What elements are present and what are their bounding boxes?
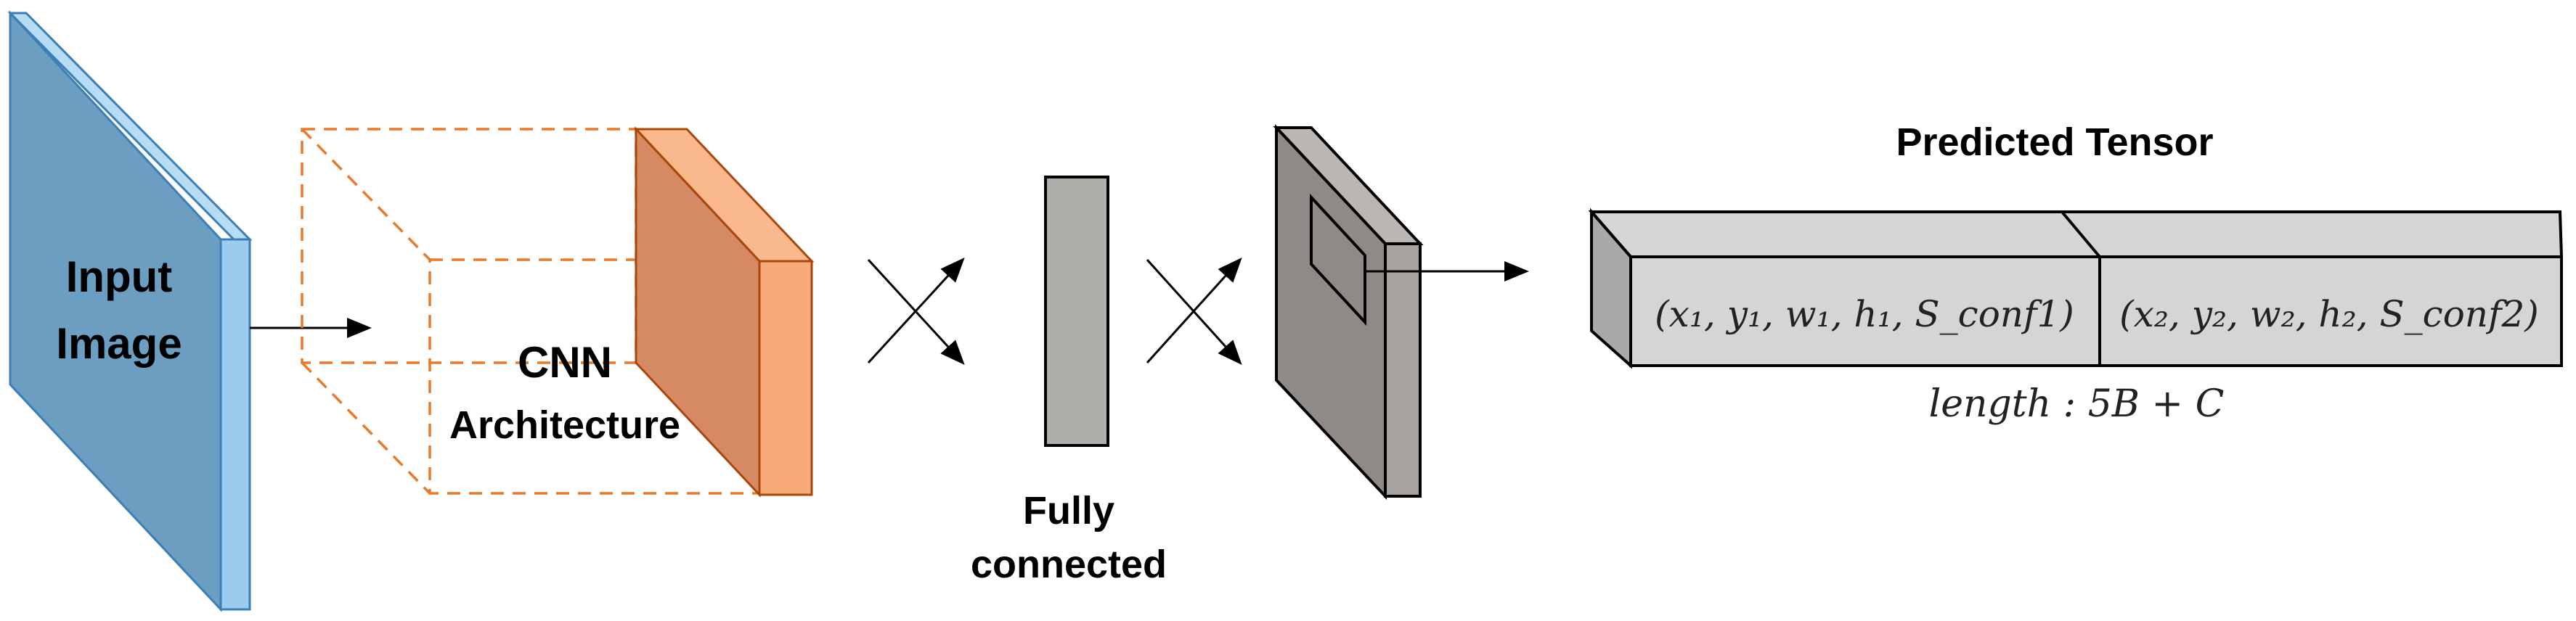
cnn-filter-front: [635, 126, 761, 498]
input-image-side: [219, 238, 251, 611]
feature-map-grid-cell: [1310, 193, 1366, 326]
fc-label-line1: Fully: [1023, 489, 1114, 532]
tensor-length-label: length : 5B + C: [1929, 382, 2225, 426]
tensor-divider-top: [2061, 210, 2101, 258]
cross-connection-2: [1146, 258, 1242, 365]
input-image-front: [9, 10, 222, 612]
tensor-front: [1629, 255, 2563, 367]
predicted-tensor-block: Predicted Tensor (x₁, y₁, w₁, h₁, S_conf…: [1588, 120, 2564, 426]
input-label-line2: Image: [56, 319, 182, 368]
cnn-architecture-block: CNN Architecture: [301, 126, 815, 498]
input-label-line1: Input: [66, 252, 173, 301]
tensor-box2-label: (x₂, y₂, w₂, h₂, S_conf2): [2119, 293, 2539, 335]
cross-arrow-2-down: [1146, 258, 1242, 365]
tensor-box1-label: (x₁, y₁, w₁, h₁, S_conf1): [1655, 293, 2074, 335]
cnn-dashed-edge-bl: [301, 361, 431, 495]
fc-label-line2: connected: [971, 543, 1167, 586]
tensor-top: [1588, 210, 2564, 258]
input-image-block: Input Image: [7, 10, 253, 612]
feature-map-front: [1275, 123, 1387, 501]
cnn-label-line2: Architecture: [449, 403, 680, 447]
cross-connection-1: [867, 258, 965, 365]
cnn-label-line1: CNN: [518, 338, 612, 387]
cnn-dashed-edge-tl: [301, 128, 431, 261]
tensor-title: Predicted Tensor: [1896, 120, 2213, 164]
cross-arrow-1-down: [867, 258, 965, 365]
fully-connected-block: Fully connected: [971, 176, 1167, 586]
feature-map-side: [1384, 242, 1422, 498]
fully-connected-bar: [1044, 176, 1109, 447]
feature-map-block: [1273, 123, 1424, 501]
cnn-filter-side: [758, 260, 813, 496]
